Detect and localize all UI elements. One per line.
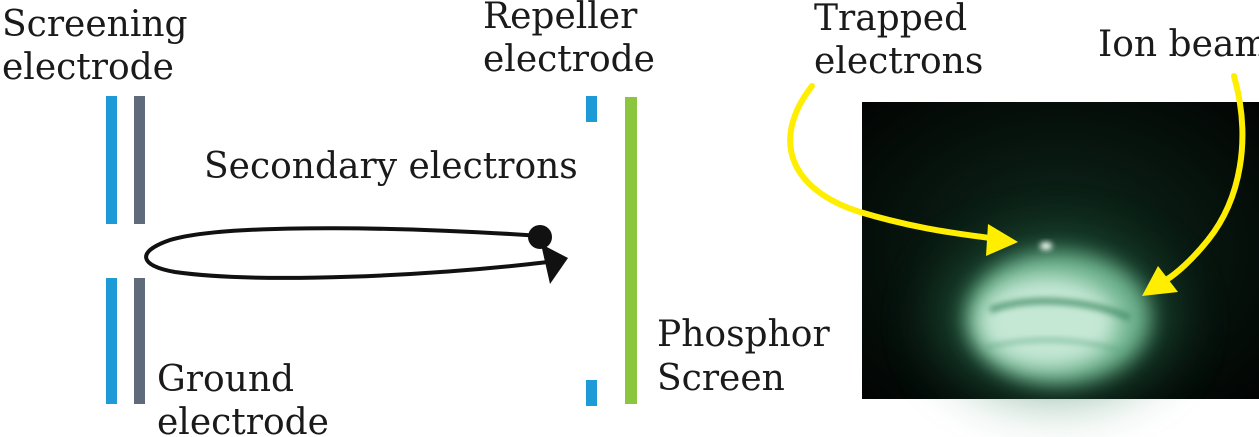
screening-electrode-label: Screening electrode [2, 4, 199, 88]
screening-electrode-lower [106, 278, 117, 404]
ground-electrode [134, 96, 145, 404]
phosphor-screen-label: Phosphor Screen [657, 314, 841, 399]
ion-beam-streak [988, 297, 1132, 322]
ion-beam-streak-lower [984, 337, 1126, 355]
orbit-arrowhead-icon [541, 244, 568, 284]
ion-beam-core [978, 276, 1118, 368]
ion-beam-pointer [1142, 73, 1246, 296]
ground-electrode-label: Ground electrode [157, 359, 329, 437]
repeller-electrode-lower [586, 380, 597, 406]
screening-electrode [106, 96, 117, 404]
phosphor-screen-photo [862, 102, 1259, 399]
orbit-loop [144, 226, 549, 280]
trapped-electrons-pointer [787, 83, 1018, 256]
trapped-electrons-arrowhead-icon [986, 224, 1018, 256]
ion-beam-arrowhead-icon [1142, 266, 1178, 296]
trapped-electrons-pointer-line [787, 83, 993, 241]
repeller-electrode [586, 96, 597, 406]
secondary-electrons-label: Secondary electrons [204, 146, 578, 187]
trapped-electrons-label: Trapped electrons [814, 0, 983, 82]
phosphor-screen [625, 97, 637, 404]
ion-beam-pointer-line [1163, 73, 1246, 283]
secondary-electron-orbit [144, 225, 568, 284]
ground-electrode-upper [134, 96, 145, 224]
ion-beam-label: Ion beam [1098, 24, 1259, 65]
repeller-electrode-upper [586, 96, 597, 122]
repeller-electrode-label: Repeller electrode [483, 0, 655, 80]
ground-electrode-lower [134, 278, 145, 404]
electron-icon [528, 225, 552, 249]
screening-electrode-upper [106, 96, 117, 224]
trapped-electron-spot [1040, 242, 1052, 250]
